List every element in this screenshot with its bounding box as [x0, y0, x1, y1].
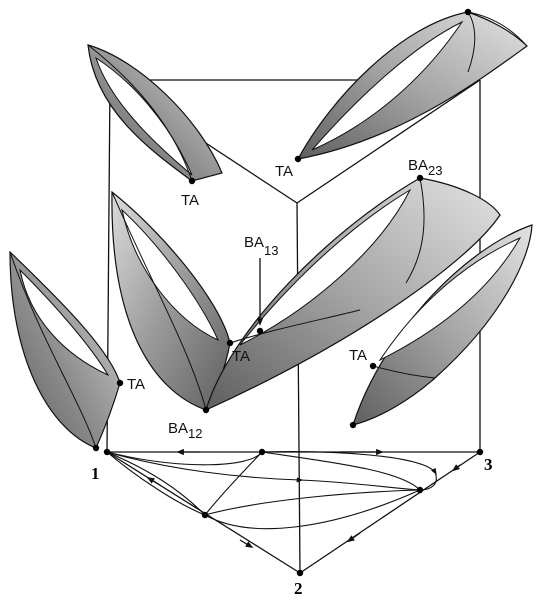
frame-arrows: [146, 448, 461, 549]
point-top-right-tip: [464, 8, 472, 16]
point-ta-left: [116, 379, 124, 387]
label-ta-right: TA: [349, 347, 367, 364]
label-ba13: BA13: [244, 234, 278, 258]
lens-ba23: [205, 177, 501, 412]
point-ta-top-right: [294, 155, 302, 163]
label-ba23-base: BA: [408, 157, 428, 174]
point-ta-top-left: [188, 177, 196, 185]
lens-right: [352, 224, 533, 426]
label-ta-top-left: TA: [181, 192, 199, 209]
base-trajectories: [106, 451, 437, 530]
labels: TA TA BA23 BA13 TA TA TA BA12 1 2 3: [91, 157, 493, 598]
label-vertex-1: 1: [91, 464, 100, 483]
point-left-bottom: [92, 444, 100, 452]
label-ba12: BA12: [168, 420, 202, 441]
label-vertex-2: 2: [294, 579, 303, 598]
edge-top-right-diag: [296, 79, 481, 204]
label-ba12-base: BA: [168, 420, 188, 437]
lens-left: [9, 250, 121, 449]
node-base-right: [416, 486, 424, 494]
vertex-3-point: [476, 448, 484, 456]
label-vertex-3: 3: [484, 455, 493, 474]
label-ba13-base: BA: [244, 234, 264, 251]
vertex-1-point: [103, 448, 111, 456]
label-ba12-sub: 12: [188, 426, 202, 441]
point-ba23: [416, 174, 424, 182]
point-ta-center: [226, 339, 234, 347]
point-right-bottom: [349, 421, 357, 429]
lens-top-left: [87, 44, 223, 182]
label-ta-top-right: TA: [275, 163, 293, 180]
label-ta-center: TA: [232, 348, 250, 365]
label-ba13-sub: 13: [264, 243, 278, 258]
vertex-2-point: [296, 569, 304, 577]
point-ba12: [202, 406, 210, 414]
node-base-mid: [258, 448, 266, 456]
label-ta-left: TA: [127, 376, 145, 393]
points: [92, 8, 484, 577]
point-ta-right: [369, 362, 377, 370]
node-base-left: [201, 511, 209, 519]
lens-top-right: [296, 11, 528, 160]
edge-vertical-front: [296, 202, 301, 574]
point-ba13: [256, 327, 264, 335]
edge-base-right: [299, 451, 481, 574]
label-ba23-sub: 23: [428, 163, 442, 178]
lens-ba12: [111, 190, 231, 411]
label-ba23: BA23: [408, 157, 442, 178]
